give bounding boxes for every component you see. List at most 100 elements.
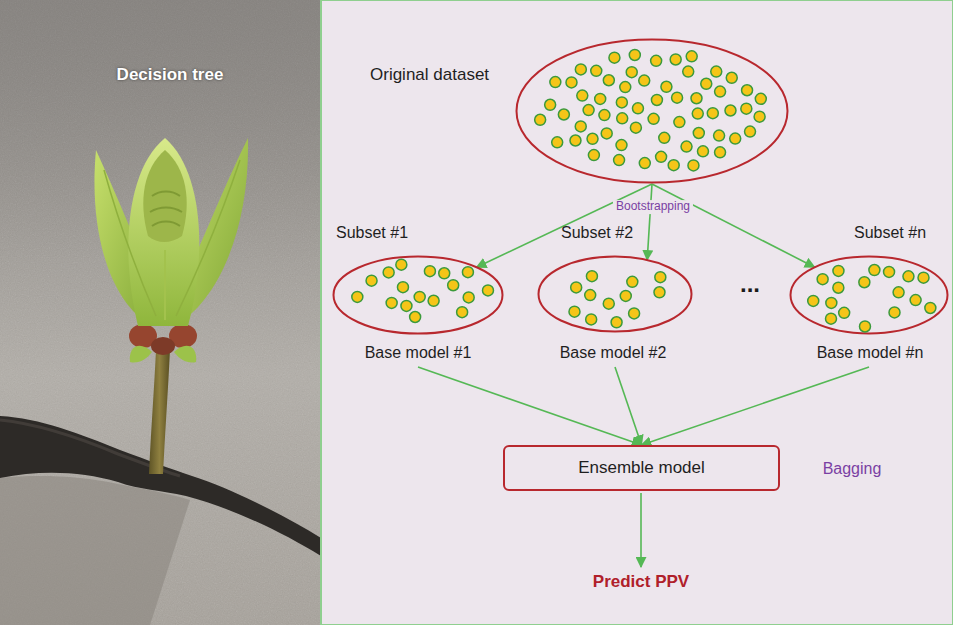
data-point <box>414 291 425 302</box>
data-point <box>825 313 836 324</box>
data-point <box>839 307 850 318</box>
data-point <box>674 117 685 128</box>
data-point <box>639 75 650 86</box>
data-point <box>859 277 870 288</box>
data-point <box>808 295 819 306</box>
data-point <box>701 78 712 89</box>
data-point <box>651 55 662 66</box>
output-arrow <box>640 493 642 567</box>
flow-arrow <box>647 184 652 260</box>
data-point <box>570 135 581 146</box>
data-point <box>428 295 439 306</box>
panel-ground <box>321 0 953 625</box>
data-point <box>707 108 718 119</box>
data-point <box>482 285 493 296</box>
dataset-heading: Original dataset <box>370 65 489 85</box>
data-point <box>683 66 694 77</box>
data-point <box>869 265 880 276</box>
data-point <box>616 140 627 151</box>
flow-arrow <box>418 367 642 445</box>
data-point <box>577 90 588 101</box>
data-point <box>725 105 736 116</box>
data-point <box>462 267 473 278</box>
data-point <box>693 127 704 138</box>
panel-border <box>322 1 953 625</box>
data-point <box>632 103 643 114</box>
data-point <box>601 128 612 139</box>
data-point <box>448 280 459 291</box>
flow-arrow <box>477 184 652 267</box>
data-point <box>558 109 569 120</box>
flow-arrow <box>642 367 870 445</box>
data-point <box>903 271 914 282</box>
data-point <box>620 82 631 93</box>
ellipse-border <box>791 257 948 334</box>
flow-arrow <box>615 367 642 445</box>
method-label: Bootstrapping <box>613 200 693 214</box>
data-point <box>651 94 662 105</box>
output-label: Predict PPV <box>593 572 689 592</box>
data-point <box>654 287 665 298</box>
data-point <box>366 275 377 286</box>
data-point <box>833 282 844 293</box>
data-point <box>691 93 702 104</box>
data-point <box>715 147 726 158</box>
data-point <box>588 150 599 161</box>
data-point <box>552 137 563 148</box>
ellipse-outline <box>537 255 693 333</box>
model-label: Base model #2 <box>560 344 667 362</box>
data-point <box>611 317 622 328</box>
data-point <box>603 75 614 86</box>
data-point <box>817 274 828 285</box>
data-point <box>681 141 692 152</box>
data-point <box>688 160 699 171</box>
data-point <box>826 297 837 308</box>
data-point <box>603 298 614 309</box>
data-point <box>401 300 412 311</box>
data-point <box>670 54 681 65</box>
data-point <box>884 266 895 277</box>
subset-ellipse: Subset #nBase model #n <box>787 222 951 367</box>
data-point <box>616 97 627 108</box>
data-point <box>583 105 594 116</box>
data-point <box>566 77 577 88</box>
ellipse-border <box>334 257 503 334</box>
data-point <box>617 113 628 124</box>
data-point <box>457 307 468 318</box>
data-point <box>726 72 737 83</box>
data-point <box>686 51 697 62</box>
data-point <box>599 110 610 121</box>
data-point <box>711 66 722 77</box>
data-point <box>910 295 921 306</box>
data-point <box>575 64 586 75</box>
data-point <box>730 133 741 144</box>
data-point <box>352 291 363 302</box>
panel-title: Decision tree <box>117 65 224 85</box>
data-point <box>627 276 638 287</box>
data-point <box>889 307 900 318</box>
data-point <box>586 314 597 325</box>
data-point <box>741 103 752 114</box>
data-point <box>410 311 421 322</box>
data-point <box>609 52 620 63</box>
ellipse-border <box>539 257 692 332</box>
subset-heading: Subset #2 <box>561 224 633 242</box>
data-point <box>569 306 580 317</box>
data-point <box>571 282 582 293</box>
data-point <box>595 93 606 104</box>
ellipse-border <box>517 40 788 183</box>
data-point <box>545 99 556 110</box>
data-point <box>925 302 936 313</box>
method-label: Bagging <box>823 460 882 478</box>
data-point <box>672 92 683 103</box>
data-point <box>591 65 602 76</box>
ellipse-outline <box>515 38 789 184</box>
data-point <box>893 287 904 298</box>
model-label: Base model #n <box>817 344 924 362</box>
data-point <box>697 146 708 157</box>
data-point <box>630 122 641 133</box>
data-point <box>715 86 726 97</box>
data-point <box>587 133 598 144</box>
